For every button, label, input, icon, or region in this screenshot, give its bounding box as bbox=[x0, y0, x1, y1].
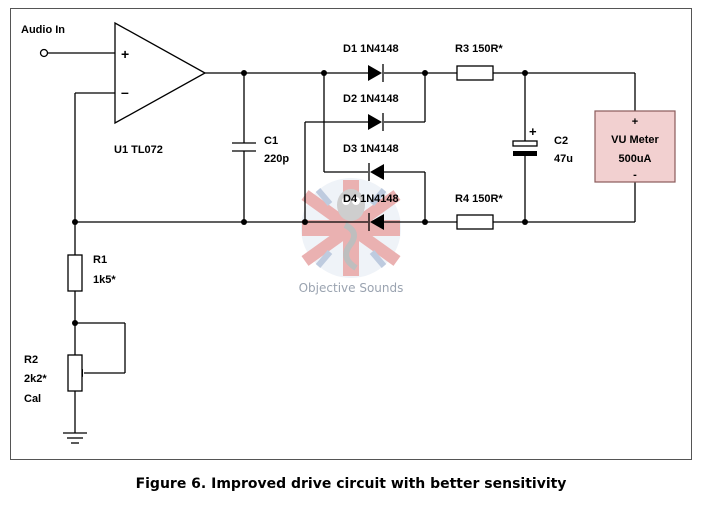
diode-d1 bbox=[368, 64, 384, 82]
watermark-text: Objective Sounds bbox=[299, 281, 404, 295]
vu-name-label: VU Meter bbox=[611, 134, 659, 146]
c1-name-label: C1 bbox=[264, 135, 278, 147]
opamp-plus-sign: + bbox=[121, 46, 129, 62]
junction-dots bbox=[72, 70, 528, 326]
audio-in-label: Audio In bbox=[21, 24, 65, 36]
diagram-frame bbox=[10, 8, 692, 460]
r2-note-label: Cal bbox=[24, 393, 41, 405]
r2-value-label: 2k2* bbox=[24, 373, 47, 385]
d2-label: D2 1N4148 bbox=[343, 93, 399, 105]
diode-d2 bbox=[368, 113, 384, 131]
r1-name-label: R1 bbox=[93, 254, 107, 266]
ground-symbol bbox=[63, 432, 87, 444]
vu-plus-sign: + bbox=[632, 116, 638, 128]
resistor-r3 bbox=[456, 65, 494, 81]
c1-value-label: 220p bbox=[264, 153, 289, 165]
resistor-r4 bbox=[456, 214, 494, 230]
diode-d4 bbox=[368, 213, 384, 231]
opamp-minus-sign: – bbox=[121, 84, 129, 100]
audio-in-terminal bbox=[39, 48, 49, 58]
resistor-r1 bbox=[67, 254, 83, 292]
u1-label: U1 TL072 bbox=[114, 144, 163, 156]
capacitor-c2 bbox=[513, 151, 537, 156]
opamp-u1 bbox=[114, 21, 207, 125]
figure-caption: Figure 6. Improved drive circuit with be… bbox=[135, 476, 567, 492]
c2-name-label: C2 bbox=[554, 135, 568, 147]
r2-name-label: R2 bbox=[24, 354, 38, 366]
d1-label: D1 1N4148 bbox=[343, 43, 399, 55]
watermark-logo bbox=[301, 178, 401, 278]
r4-label: R4 150R* bbox=[455, 193, 503, 205]
d4-label: D4 1N4148 bbox=[343, 193, 399, 205]
r3-label: R3 150R* bbox=[455, 43, 503, 55]
c2-plus-sign: + bbox=[529, 124, 537, 139]
diode-d3 bbox=[368, 163, 384, 181]
r1-value-label: 1k5* bbox=[93, 274, 116, 286]
vu-value-label: 500uA bbox=[618, 153, 651, 165]
vu-meter bbox=[594, 110, 676, 183]
capacitor-c2-plate bbox=[512, 140, 538, 147]
d3-label: D3 1N4148 bbox=[343, 143, 399, 155]
vu-minus-sign: - bbox=[633, 169, 637, 181]
c2-value-label: 47u bbox=[554, 153, 573, 165]
potentiometer-r2 bbox=[67, 354, 83, 392]
